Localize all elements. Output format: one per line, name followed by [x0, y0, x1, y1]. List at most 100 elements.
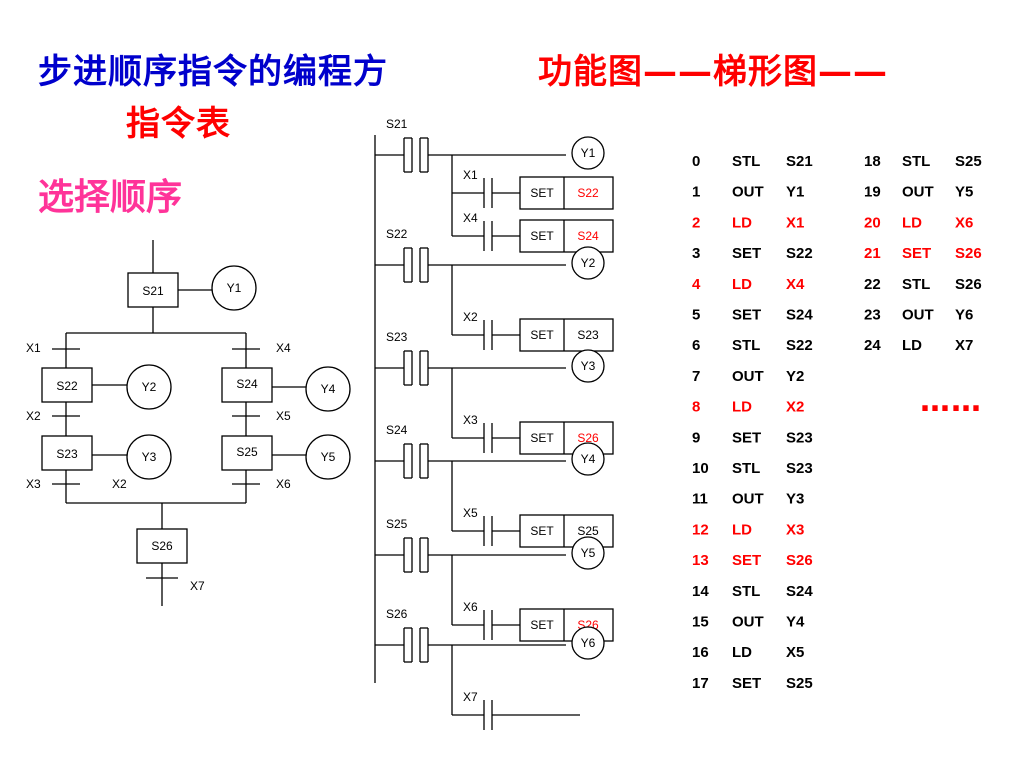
instruction-step-number: 18 — [864, 153, 881, 170]
instruction-opcode: OUT — [732, 184, 764, 201]
sfc-output-y3-label: Y3 — [142, 450, 157, 464]
instruction-opcode: STL — [732, 583, 760, 600]
instruction-step-number: 6 — [692, 337, 700, 354]
instruction-operand: S26 — [955, 245, 982, 262]
instruction-step-number: 24 — [864, 337, 881, 354]
instruction-step-number: 10 — [692, 460, 709, 477]
instruction-step-number: 17 — [692, 675, 709, 692]
instruction-operand: S22 — [786, 337, 813, 354]
instruction-operand: Y5 — [955, 184, 973, 201]
ladder-stl-label-s23: S23 — [386, 330, 408, 344]
ladder-set-label: SET — [530, 431, 554, 445]
instruction-step-number: 15 — [692, 614, 709, 631]
sfc-chart: S21 Y1 X1 S22 Y2 X2 S23 Y3 X3 X4 S24 — [26, 240, 351, 606]
sfc-output-y2-label: Y2 — [142, 380, 157, 394]
sfc-cond-x1: X1 — [26, 341, 41, 355]
ladder-set-label: SET — [530, 328, 554, 342]
instruction-step-number: 12 — [692, 521, 709, 538]
ladder-coil-y2 — [571, 246, 605, 280]
instruction-row: 2 LD X1 — [692, 214, 804, 231]
ladder-stl-label-s24: S24 — [386, 423, 408, 437]
sfc-step-s23 — [41, 435, 93, 471]
sfc-cond-x5: X5 — [276, 409, 291, 423]
instruction-step-number: 13 — [692, 552, 709, 569]
instruction-opcode: LD — [732, 214, 752, 231]
sfc-cond-x3: X3 — [26, 477, 41, 491]
sfc-output-y5-label: Y5 — [321, 450, 336, 464]
instruction-opcode: OUT — [732, 491, 764, 508]
instruction-operand: S24 — [786, 583, 813, 600]
ladder-coil-y3 — [571, 349, 605, 383]
sfc-output-y1 — [211, 265, 257, 311]
instruction-step-number: 11 — [692, 491, 708, 508]
instruction-step-number: 4 — [692, 276, 701, 293]
instruction-operand: S26 — [786, 552, 813, 569]
ladder-set-label: SET — [530, 186, 554, 200]
instruction-operand: X6 — [955, 214, 973, 231]
instruction-opcode: SET — [732, 245, 761, 262]
sfc-step-s21-label: S21 — [142, 284, 164, 298]
instruction-row: 10 STL S23 — [692, 460, 813, 477]
instruction-operand: X1 — [786, 214, 804, 231]
instruction-row: 11 OUT Y3 — [692, 491, 804, 508]
instruction-operand: Y3 — [786, 491, 804, 508]
instruction-step-number: 9 — [692, 429, 700, 446]
instruction-opcode: STL — [902, 276, 930, 293]
ladder-stl-label-s21: S21 — [386, 117, 408, 131]
instruction-opcode: SET — [732, 307, 761, 324]
instruction-operand: S24 — [786, 307, 813, 324]
instruction-opcode: STL — [732, 460, 760, 477]
instruction-operand: S23 — [786, 460, 813, 477]
page-title-sub: 功能图——梯形图—— — [538, 52, 888, 92]
ladder-coil-label-y2: Y2 — [581, 256, 596, 270]
instruction-operand: S23 — [786, 429, 813, 446]
ladder-set-target-s26: S26 — [577, 431, 599, 445]
sfc-step-s24-label: S24 — [236, 377, 258, 391]
ladder-set-target-s24: S24 — [577, 229, 599, 243]
sfc-cond-x6: X6 — [276, 477, 291, 491]
sfc-output-y1-label: Y1 — [227, 281, 242, 295]
instruction-step-number: 2 — [692, 214, 700, 231]
ladder-set-target-s23: S23 — [577, 328, 599, 342]
instruction-opcode: SET — [732, 552, 761, 569]
sfc-output-y4 — [305, 366, 351, 412]
sfc-step-s25 — [221, 435, 273, 471]
instruction-operand: X7 — [955, 337, 973, 354]
instruction-step-number: 22 — [864, 276, 881, 293]
instruction-step-number: 7 — [692, 368, 700, 385]
section-subtitle: 选择顺序 — [38, 177, 183, 218]
page-title: 步进顺序指令的编程方 — [38, 52, 388, 92]
sfc-step-s26-label: S26 — [151, 539, 173, 553]
instruction-step-number: 0 — [692, 153, 700, 170]
instruction-step-number: 23 — [864, 307, 881, 324]
instruction-opcode: LD — [732, 521, 752, 538]
instruction-operand: S21 — [786, 153, 813, 170]
instruction-step-number: 3 — [692, 245, 700, 262]
instruction-opcode: LD — [902, 337, 922, 354]
sfc-step-s25-label: S25 — [236, 445, 258, 459]
ladder-set-target-s25: S25 — [577, 524, 599, 538]
instruction-step-number: 21 — [864, 245, 881, 262]
instruction-opcode: LD — [902, 214, 922, 231]
ladder-coil-label-y4: Y4 — [581, 452, 596, 466]
instruction-opcode: STL — [902, 153, 930, 170]
instruction-step-number: 19 — [864, 184, 881, 201]
instruction-operand: Y4 — [786, 614, 805, 631]
instruction-step-number: 20 — [864, 214, 881, 231]
instruction-opcode: SET — [732, 675, 761, 692]
instruction-step-number: 1 — [692, 184, 700, 201]
sfc-output-y2 — [126, 364, 172, 410]
